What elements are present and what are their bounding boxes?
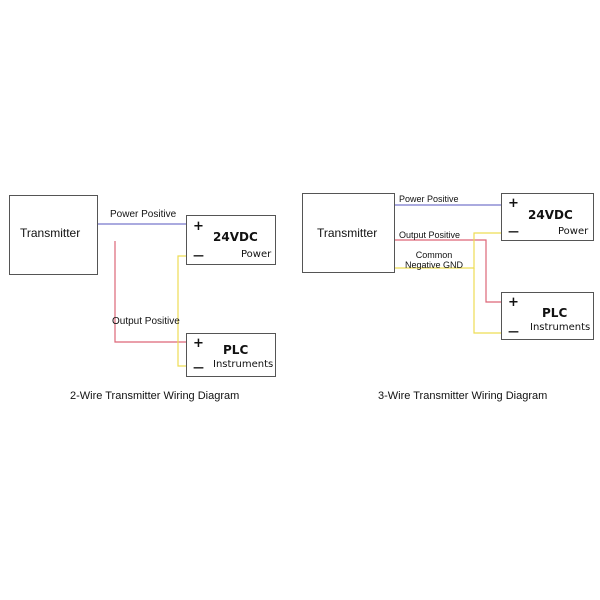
three-wire-power-voltage-label: 24VDC [528,208,573,222]
two-wire-plc-minus-sign: — [193,361,204,374]
two-wire-24vdc-power-box: + 24VDC — Power [186,215,276,265]
three-wire-output-positive-label: Output Positive [399,230,461,240]
two-wire-negative-loop-wire [177,255,188,367]
three-wire-24vdc-power-box: + 24VDC — Power [501,193,594,241]
two-wire-transmitter-box: Transmitter [9,195,98,275]
two-wire-transmitter-label: Transmitter [20,226,81,240]
three-wire-output-positive-wire [394,239,503,303]
two-wire-power-minus-sign: — [193,249,204,262]
two-wire-power-name-label: Power [241,249,272,260]
two-wire-plc-plus-sign: + [193,336,204,351]
two-wire-plc-subtitle: Instruments [213,359,274,370]
two-wire-output-positive-text: Output Positive [112,316,180,327]
two-wire-output-positive-wire [114,241,188,343]
two-wire-power-voltage-label: 24VDC [213,230,258,244]
three-wire-transmitter-label: Transmitter [317,226,378,240]
two-wire-output-positive-label: Output Positive [112,316,180,327]
three-wire-caption: 3-Wire Transmitter Wiring Diagram [378,390,548,402]
three-wire-plc-subtitle: Instruments [530,322,591,333]
two-wire-plc-box: + PLC — Instruments [186,333,276,377]
three-wire-power-plus-sign: + [508,196,519,211]
three-wire-common-negative-wire [394,232,503,269]
three-wire-power-positive-label: Power Positive [399,194,459,204]
two-wire-plc-title: PLC [223,343,249,357]
three-wire-power-name-label: Power [558,226,589,237]
three-wire-plc-box: + PLC — Instruments [501,292,594,340]
three-wire-plc-negative-wire [473,268,503,334]
three-wire-common-negative-text: Common Negative GND [404,250,464,270]
three-wire-plc-plus-sign: + [508,295,519,310]
two-wire-caption: 2-Wire Transmitter Wiring Diagram [70,390,240,402]
three-wire-power-minus-sign: — [508,225,519,238]
three-wire-common-negative-label: Common Negative GND [398,250,470,270]
three-wire-plc-minus-sign: — [508,325,519,338]
three-wire-plc-title: PLC [542,306,568,320]
two-wire-power-positive-label: Power Positive [110,209,177,220]
three-wire-transmitter-box: Transmitter [302,193,395,273]
two-wire-power-plus-sign: + [193,219,204,234]
